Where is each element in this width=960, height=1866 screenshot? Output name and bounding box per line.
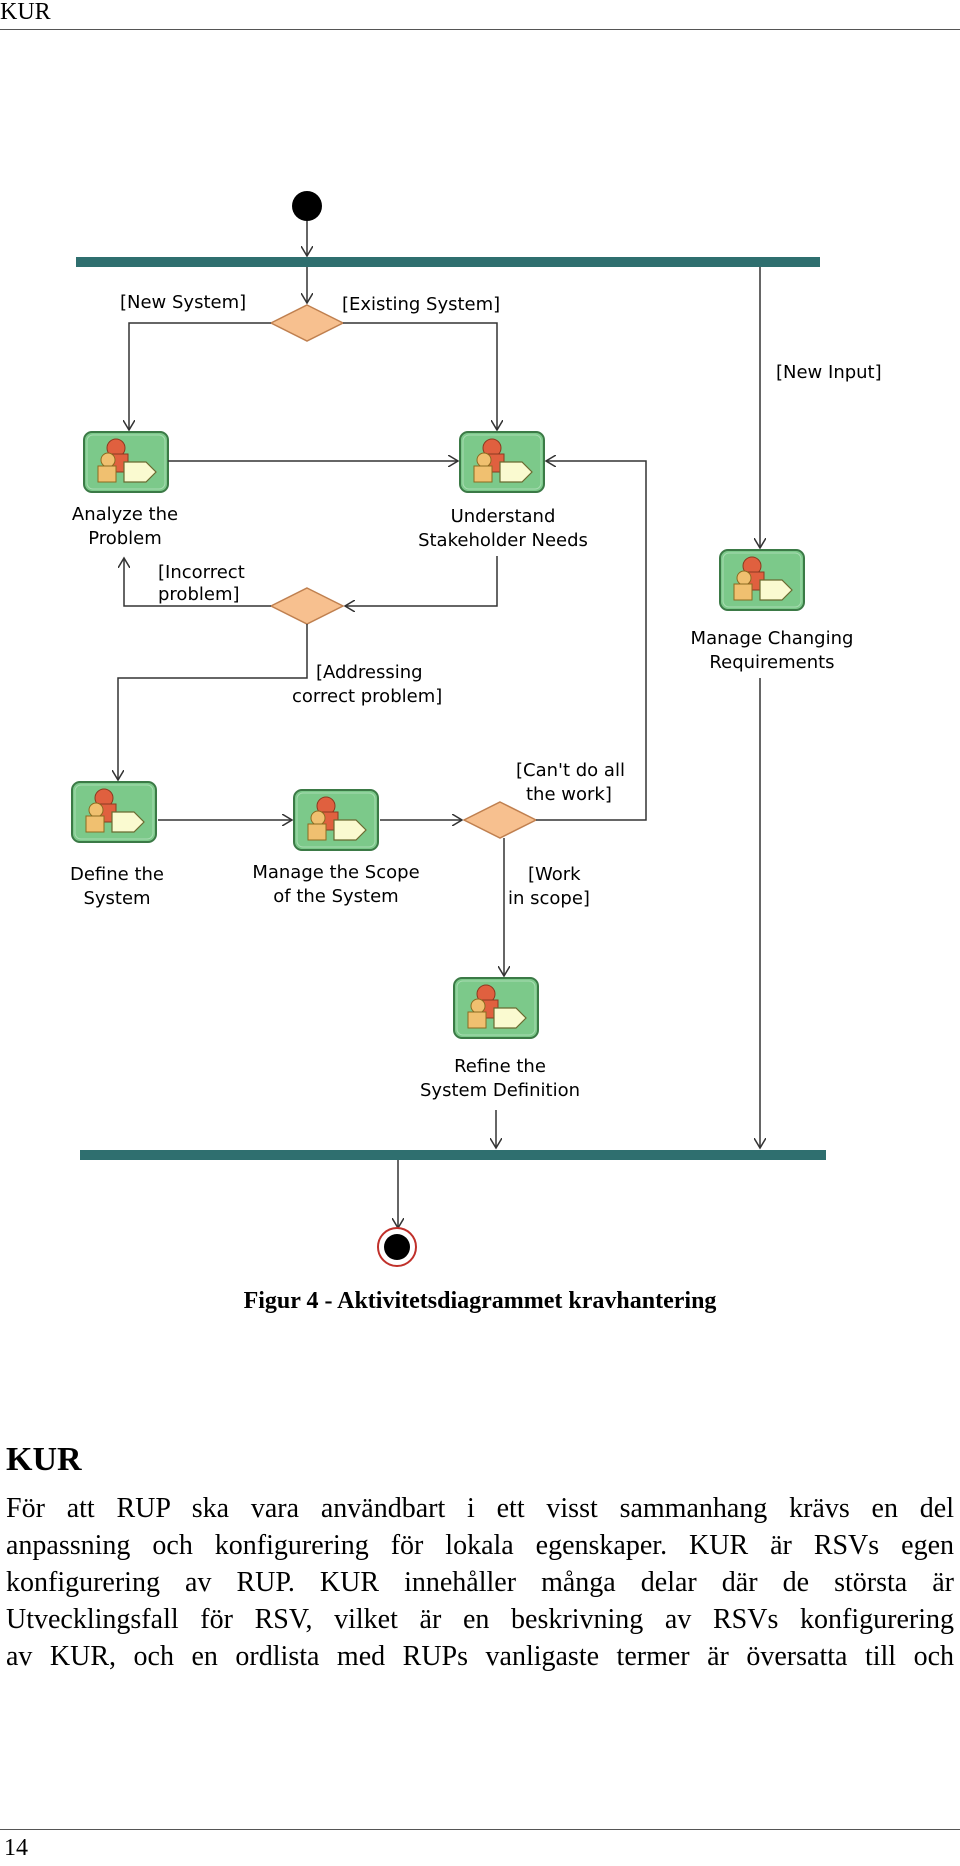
page-header-title: KUR bbox=[0, 0, 51, 25]
activity-manage-scope bbox=[293, 789, 379, 851]
page-number: 14 bbox=[4, 1835, 28, 1861]
activity-label-define-1: Define the bbox=[70, 864, 164, 885]
guard-new-input: [New Input] bbox=[776, 362, 882, 383]
activity-label-analyze-2: Problem bbox=[88, 528, 162, 549]
activity-diagram: [New System] [Existing System] [New Inpu… bbox=[70, 191, 882, 1267]
body-line: För att RUP ska vara användbart i ett vi… bbox=[6, 1493, 954, 1524]
body-paragraph: För att RUP ska vara användbart i ett vi… bbox=[6, 1490, 954, 1675]
activity-label-refine-2: System Definition bbox=[420, 1080, 580, 1101]
guard-addressing-2: correct problem] bbox=[292, 686, 442, 707]
activity-label-scope-1: Manage the Scope bbox=[252, 862, 419, 883]
decision-problem-check bbox=[269, 587, 345, 625]
decision-system-type bbox=[269, 304, 345, 342]
figure-caption: Figur 4 - Aktivitetsdiagrammet kravhante… bbox=[243, 1288, 717, 1314]
guard-incorrect-problem-1: [Incorrect bbox=[158, 562, 245, 583]
activity-define-system bbox=[71, 781, 157, 843]
join-bar-bottom bbox=[80, 1150, 826, 1160]
body-line: konfigurering av RUP. KUR innehåller mån… bbox=[6, 1567, 954, 1598]
activity-analyze-problem bbox=[83, 431, 169, 493]
activity-label-changing-1: Manage Changing bbox=[691, 628, 854, 649]
activity-label-understand-2: Stakeholder Needs bbox=[418, 530, 588, 551]
guard-addressing-1: [Addressing bbox=[316, 662, 423, 683]
guard-work-scope-1: [Work bbox=[528, 864, 581, 885]
guard-existing-system: [Existing System] bbox=[342, 294, 500, 315]
activity-refine-definition bbox=[453, 977, 539, 1039]
guard-cant-do-2: the work] bbox=[526, 784, 612, 805]
body-line: Utvecklingsfall för RSV, vilket är en be… bbox=[6, 1604, 954, 1635]
activity-manage-changing bbox=[719, 549, 805, 611]
decision-work-scope bbox=[462, 801, 538, 839]
body-line: av KUR, och en ordlista med RUPs vanliga… bbox=[6, 1641, 954, 1672]
activity-label-changing-2: Requirements bbox=[709, 652, 834, 673]
activity-understand-needs bbox=[459, 431, 545, 493]
activity-label-understand-1: Understand bbox=[451, 506, 556, 527]
guard-cant-do-1: [Can't do all bbox=[516, 760, 625, 781]
activity-label-analyze-1: Analyze the bbox=[72, 504, 178, 525]
guard-new-system: [New System] bbox=[120, 292, 246, 313]
activity-label-scope-2: of the System bbox=[273, 886, 398, 907]
fork-bar-top bbox=[76, 257, 820, 267]
activity-label-define-2: System bbox=[83, 888, 150, 909]
section-heading: KUR bbox=[6, 1441, 82, 1478]
activity-label-refine-1: Refine the bbox=[454, 1056, 546, 1077]
guard-incorrect-problem-2: problem] bbox=[158, 584, 240, 605]
initial-node bbox=[292, 191, 322, 221]
body-line: anpassning och konfigurering för lokala … bbox=[6, 1530, 954, 1561]
footer-rule bbox=[0, 1829, 960, 1830]
guard-work-scope-2: in scope] bbox=[508, 888, 590, 909]
header-rule bbox=[0, 29, 960, 30]
